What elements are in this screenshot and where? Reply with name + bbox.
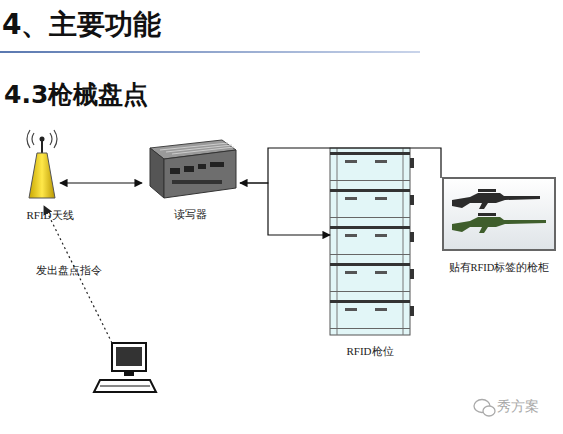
watermark: 秀方案 xyxy=(497,398,539,416)
antenna-node: RFID天线 xyxy=(14,128,86,222)
node-label: RFID天线 xyxy=(26,209,73,222)
computer-icon xyxy=(94,343,156,392)
cabinet-node: 贴有RFID标签的枪柜 xyxy=(440,178,558,274)
section-heading: 4.3枪械盘点 xyxy=(4,78,148,111)
wechat-icon xyxy=(474,400,495,417)
reader-device xyxy=(150,140,236,198)
title-underline xyxy=(0,51,420,53)
rack-drawing xyxy=(330,148,414,335)
connector xyxy=(240,148,441,183)
node-label: RFID枪位 xyxy=(346,345,393,358)
connector xyxy=(240,183,330,235)
node-label: 贴有RFID标签的枪柜 xyxy=(449,261,550,274)
command-label: 发出盘点指令 xyxy=(36,263,102,278)
reader-node: 读写器 xyxy=(140,135,240,221)
node-label: 读写器 xyxy=(174,208,207,221)
rack-node: RFID枪位 xyxy=(330,148,410,358)
gun-picture xyxy=(443,178,555,250)
page-title: 4、主要功能 xyxy=(2,6,161,44)
antenna-icon xyxy=(27,130,57,198)
connector xyxy=(60,182,142,183)
